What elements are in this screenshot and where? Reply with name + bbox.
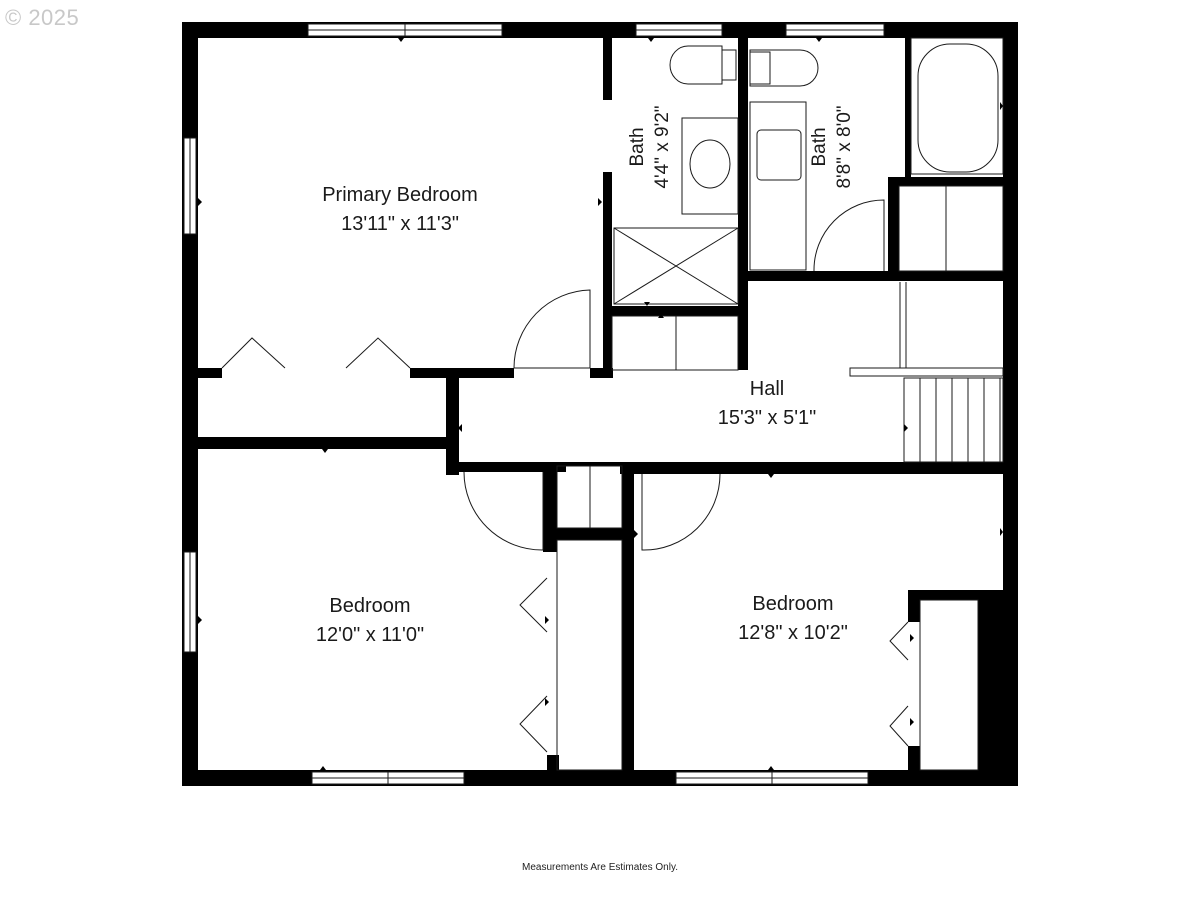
door-swing-bedroom-right bbox=[641, 473, 721, 551]
closet-bedroom-left bbox=[556, 539, 623, 771]
wall-closet-bottom bbox=[182, 437, 450, 449]
exterior-wall-left bbox=[182, 22, 198, 786]
measurement-disclaimer: Measurements Are Estimates Only. bbox=[522, 862, 678, 873]
closet-bedroom-right bbox=[919, 599, 979, 771]
door-swing-primary bbox=[513, 289, 591, 369]
wall-hall-bottom-mid bbox=[556, 462, 626, 466]
wall-closet-right-top bbox=[908, 590, 1003, 600]
sink-vanity-bath2 bbox=[749, 101, 807, 271]
linen-closet bbox=[898, 185, 1004, 272]
wall-closet-right-col-low bbox=[908, 746, 920, 776]
room-dims: 12'0" x 11'0" bbox=[315, 624, 425, 646]
room-dims: 4'4" x 9'2" bbox=[652, 105, 673, 189]
sink-bath2 bbox=[756, 129, 802, 181]
wall-primary-bottom-mid bbox=[410, 368, 514, 378]
toilet-bath2 bbox=[749, 49, 819, 87]
wall-bedroom-divider bbox=[622, 462, 634, 786]
wall-bath-bottom bbox=[603, 306, 748, 316]
wall-hall-bottom-left bbox=[446, 462, 566, 472]
room-dims: 15'3" x 5'1" bbox=[717, 407, 817, 429]
shower-stall bbox=[613, 227, 739, 305]
room-dims: 8'8" x 8'0" bbox=[834, 105, 855, 189]
hall-closet bbox=[611, 315, 739, 371]
direction-markers bbox=[198, 38, 1003, 770]
wall-closet-left-lower bbox=[547, 755, 559, 775]
wall-tub-left bbox=[905, 38, 911, 178]
wall-hall-inner-v bbox=[738, 282, 748, 370]
wall-closet-small-left bbox=[543, 462, 557, 552]
room-dims: 12'8" x 10'2" bbox=[738, 622, 848, 644]
room-name: Bedroom bbox=[752, 593, 834, 615]
room-name: Bath bbox=[627, 127, 648, 167]
room-dims: 13'11" x 11'3" bbox=[341, 213, 459, 235]
exterior-wall-top bbox=[182, 22, 1018, 38]
room-label-bedroom-right: Bedroom 12'8" x 10'2" bbox=[693, 590, 893, 648]
wall-bath-left-upper bbox=[603, 38, 612, 100]
copyright-watermark: © 2025 bbox=[5, 5, 80, 30]
wall-hall-bottom-right bbox=[620, 462, 1003, 474]
stair-rail bbox=[849, 367, 1004, 377]
bifold-door-bedroom-right-2 bbox=[889, 705, 909, 747]
wall-bath2-bottom bbox=[748, 271, 1003, 281]
sink-vanity-bath1 bbox=[681, 117, 739, 215]
sink-bath1 bbox=[689, 139, 731, 189]
bifold-door-bedroom-left-2 bbox=[519, 695, 548, 753]
wall-closet-right bbox=[446, 375, 459, 475]
toilet-bath1 bbox=[669, 45, 723, 85]
wall-linen-top bbox=[888, 177, 1003, 186]
closet-mass-right bbox=[978, 590, 1018, 786]
wall-bath-left-lower bbox=[603, 172, 612, 378]
stairs bbox=[903, 377, 1004, 463]
wall-primary-bottom-right bbox=[590, 368, 613, 378]
bathtub bbox=[910, 37, 1004, 175]
room-name: Bedroom bbox=[329, 595, 411, 617]
exterior-wall-bottom bbox=[182, 770, 1018, 786]
room-label-bedroom-left: Bedroom 12'0" x 11'0" bbox=[270, 592, 470, 650]
room-label-primary-bedroom: Primary Bedroom 13'11" x 11'3" bbox=[300, 181, 500, 239]
wall-bath-divider bbox=[738, 38, 748, 282]
bifold-door-bedroom-right-1 bbox=[889, 621, 909, 661]
wall-primary-bottom-left bbox=[182, 368, 222, 378]
wall-linen-left bbox=[888, 177, 899, 281]
wall-closet-small-bottom bbox=[556, 528, 626, 540]
fixtures bbox=[221, 37, 1004, 771]
room-label-hall: Hall 15'3" x 5'1" bbox=[667, 375, 867, 433]
room-name: Hall bbox=[749, 378, 785, 400]
room-name: Bath bbox=[809, 127, 830, 167]
bifold-door-bedroom-left-1 bbox=[519, 577, 548, 633]
walls bbox=[182, 22, 1018, 786]
bifold-door-primary-1 bbox=[221, 337, 286, 369]
room-label-bath-large: Bath 8'8" x 8'0" bbox=[807, 97, 857, 197]
room-name: Primary Bedroom bbox=[322, 184, 478, 206]
door-swing-bath2 bbox=[813, 199, 885, 272]
windows bbox=[183, 23, 885, 785]
door-swing-bedroom-left bbox=[463, 471, 544, 551]
bifold-door-primary-2 bbox=[345, 337, 411, 369]
room-label-bath-small: Bath 4'4" x 9'2" bbox=[625, 97, 675, 197]
